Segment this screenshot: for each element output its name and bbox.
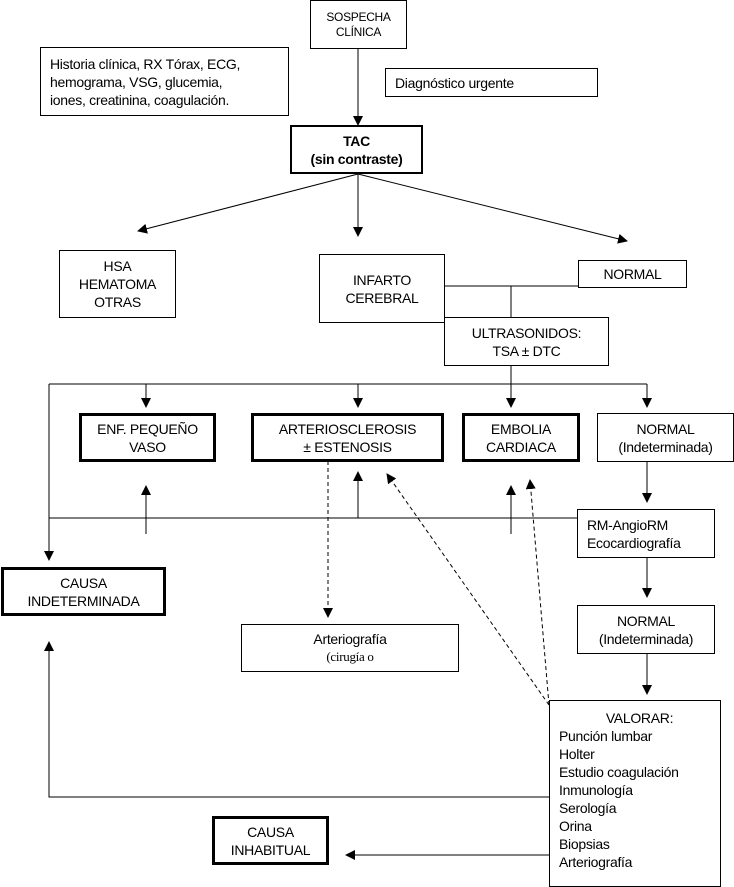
pequeno-vaso-box: ENF. PEQUEÑO VASO [79,413,216,462]
label: Ecocardiografía [587,534,681,551]
label: NORMAL [616,612,676,629]
infarto-box: INFARTO CEREBRAL [319,254,445,323]
arrow-tac-hsa [137,173,359,234]
label: SOSPECHA [326,9,391,24]
label: EMBOLIA [490,420,552,437]
label: OTRAS [94,294,141,310]
arrow-tac-normal [357,173,628,244]
label: (Indeterminada) [598,630,694,647]
label: CEREBRAL [345,289,419,306]
list-item: Arteriografía [559,854,633,870]
normal-indeterminada-box-2: NORMAL (Indeterminada) [577,605,715,654]
line-valorar-causa-indet [44,641,549,798]
label: Arteriografía [313,631,387,647]
list-item: Biopsias [559,836,610,852]
label: CARDIACA [486,438,556,455]
label: Historia clínica, RX Tórax, ECG, [50,55,241,72]
label: RM-AngioRM [587,516,669,533]
normal-tac-box: NORMAL [578,260,687,288]
label: INDETERMINADA [27,592,140,609]
tac-box: TAC (sin contraste) [290,125,423,174]
valorar-title: VALORAR: [605,710,674,726]
label: ULTRASONIDOS: [471,324,582,341]
list-item: Orina [559,818,592,834]
list-item: Serología [559,800,617,816]
causa-inhabitual-box: CAUSA INHABITUAL [212,816,329,865]
label: INFARTO [352,271,412,288]
label: HEMATOMA [78,276,157,292]
label: INHABITUAL [230,841,311,858]
diagnostico-urgente-box: Diagnóstico urgente [385,68,598,97]
ultrasonidos-box: ULTRASONIDOS: TSA ± DTC [444,317,609,366]
label: CLÍNICA [335,24,382,39]
label: TAC [343,132,370,149]
label: ARTERIOSCLEROSIS [278,420,417,437]
list-item: Punción lumbar [559,728,653,744]
label: ± ESTENOSIS [303,438,392,455]
hsa-box: HSA HEMATOMA OTRAS [59,250,176,318]
label: CAUSA [60,574,107,591]
list-item: Inmunología [559,782,633,798]
label: (sin contraste) [310,150,403,167]
historia-clinica-box: Historia clínica, RX Tórax, ECG, hemogra… [40,47,289,116]
label: (cirugía o [326,649,374,664]
label: NORMAL [603,266,662,282]
label: hemograma, VSG, glucemia, [50,73,223,90]
dashed-arrow-valorar-arterio [386,473,550,706]
arteriografia-box: Arteriografía (cirugía o [241,624,459,672]
label: ENF. PEQUEÑO [97,420,198,437]
label: Diagnóstico urgente [395,74,514,91]
label: CAUSA [247,823,294,840]
label: HSA [103,258,132,274]
label: (Indeterminada) [618,438,713,455]
valorar-box: VALORAR: Punción lumbar Holter Estudio c… [549,700,721,887]
rm-eco-box: RM-AngioRM Ecocardiografía [577,509,715,558]
label: NORMAL [636,420,695,437]
label: TSA ± DTC [492,342,561,359]
list-item: Holter [559,746,595,762]
list-item: Estudio coagulación [559,764,679,780]
sospecha-clinica-box: SOSPECHA CLÍNICA [310,0,407,49]
embolia-box: EMBOLIA CARDIACA [462,413,580,462]
dashed-arrow-valorar-embolia [525,479,550,706]
arteriosclerosis-box: ARTERIOSCLEROSIS ± ESTENOSIS [251,413,444,462]
label: VASO [129,438,166,455]
label: iones, creatinina, coagulación. [50,91,230,108]
causa-indeterminada-box: CAUSA INDETERMINADA [1,567,166,616]
normal-indeterminada-box-1: NORMAL (Indeterminada) [597,413,734,462]
